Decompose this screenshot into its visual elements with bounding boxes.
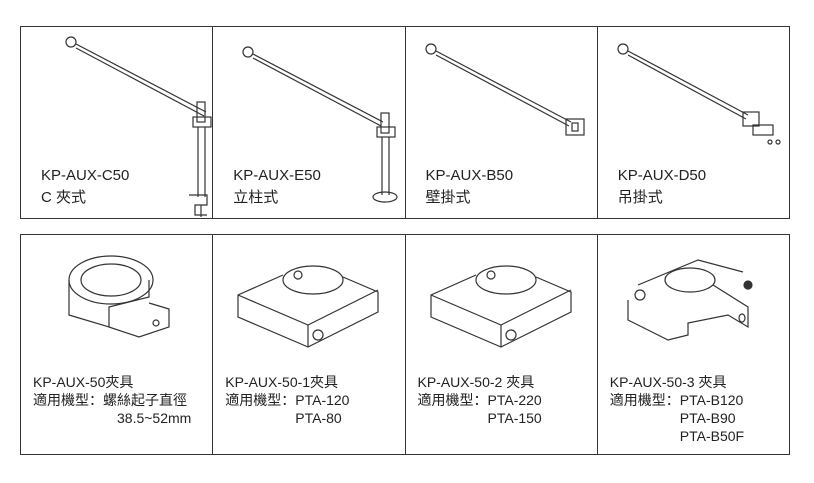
product-caption: KP-AUX-B50 壁掛式 [426,165,514,209]
mount-type: 立柱式 [233,189,279,206]
wall-arm-illustration [424,43,585,136]
product-card-b50: KP-AUX-B50 壁掛式 [406,27,598,218]
model-name: KP-AUX-50-1夾具 [225,374,339,390]
spec-value: PTA-80 [295,410,342,426]
spec-label: 適用機型： [33,392,103,408]
mount-type: 壁掛式 [425,189,471,206]
spec-value: 38.5~52mm [117,410,192,426]
model-name: KP-AUX-E50 [233,167,321,184]
c-clamp-arm-illustration [65,36,212,217]
spec-value: PTA-220 [487,392,542,408]
spec-label: 適用機型： [225,392,296,408]
clamp-card-50: KP-AUX-50夾具 適用機型： 螺絲起子直徑 38.5~52mm [21,235,214,454]
clamp-card-50-2: KP-AUX-50-2 夾具 適用機型： PTA-220 PTA-150 [406,235,598,454]
spec-value: PTA-B120 [679,392,744,408]
arm-products-row: KP-AUX-C50 C 夾式 KP-AUX-E50 立柱式 KP-AUX-B5… [20,26,790,219]
mount-type: 吊掛式 [617,189,663,206]
model-name: KP-AUX-50-3 夾具 [609,374,727,390]
product-card-c50: KP-AUX-C50 C 夾式 [21,27,214,218]
clamp-products-row: KP-AUX-50夾具 適用機型： 螺絲起子直徑 38.5~52mm KP-AU… [20,234,790,455]
clamp-illustration [237,265,379,348]
product-caption: KP-AUX-D50 吊掛式 [618,165,706,209]
hanging-arm-illustration [617,43,781,145]
spec-value: 螺絲起子直徑 [103,392,187,408]
clamp-card-50-1: KP-AUX-50-1夾具 適用機型： PTA-120 PTA-80 [213,235,406,454]
model-name: KP-AUX-50夾具 [33,374,134,390]
model-name: KP-AUX-C50 [41,167,130,184]
clamp-illustration [627,259,753,341]
product-caption: KP-AUX-50夾具 適用機型： 螺絲起子直徑 38.5~52mm [33,373,191,427]
spec-label: 適用機型： [609,392,680,408]
product-caption: KP-AUX-50-1夾具 適用機型： PTA-120 PTA-80 [225,373,349,427]
model-name: KP-AUX-B50 [425,167,514,184]
spec-value: PTA-150 [487,410,542,426]
spec-value: PTA-B90 [679,410,736,426]
product-caption: KP-AUX-50-2 夾具 適用機型： PTA-220 PTA-150 [418,373,542,427]
product-caption: KP-AUX-C50 C 夾式 [41,165,129,209]
product-card-e50: KP-AUX-E50 立柱式 [213,27,406,218]
spec-value: PTA-B50F [679,428,745,444]
clamp-card-50-3: KP-AUX-50-3 夾具 適用機型： PTA-B120 PTA-B90 PT… [598,235,789,454]
pole-arm-illustration [242,46,398,203]
product-caption: KP-AUX-50-3 夾具 適用機型： PTA-B120 PTA-B90 PT… [610,373,744,445]
spec-value: PTA-120 [295,392,350,408]
mount-type: C 夾式 [41,189,87,206]
model-name: KP-AUX-50-2 夾具 [417,374,535,390]
product-caption: KP-AUX-E50 立柱式 [233,165,321,209]
model-name: KP-AUX-D50 [617,167,707,184]
clamp-illustration [68,255,170,338]
clamp-illustration [429,265,572,348]
product-card-d50: KP-AUX-D50 吊掛式 [598,27,789,218]
spec-label: 適用機型： [417,392,488,408]
